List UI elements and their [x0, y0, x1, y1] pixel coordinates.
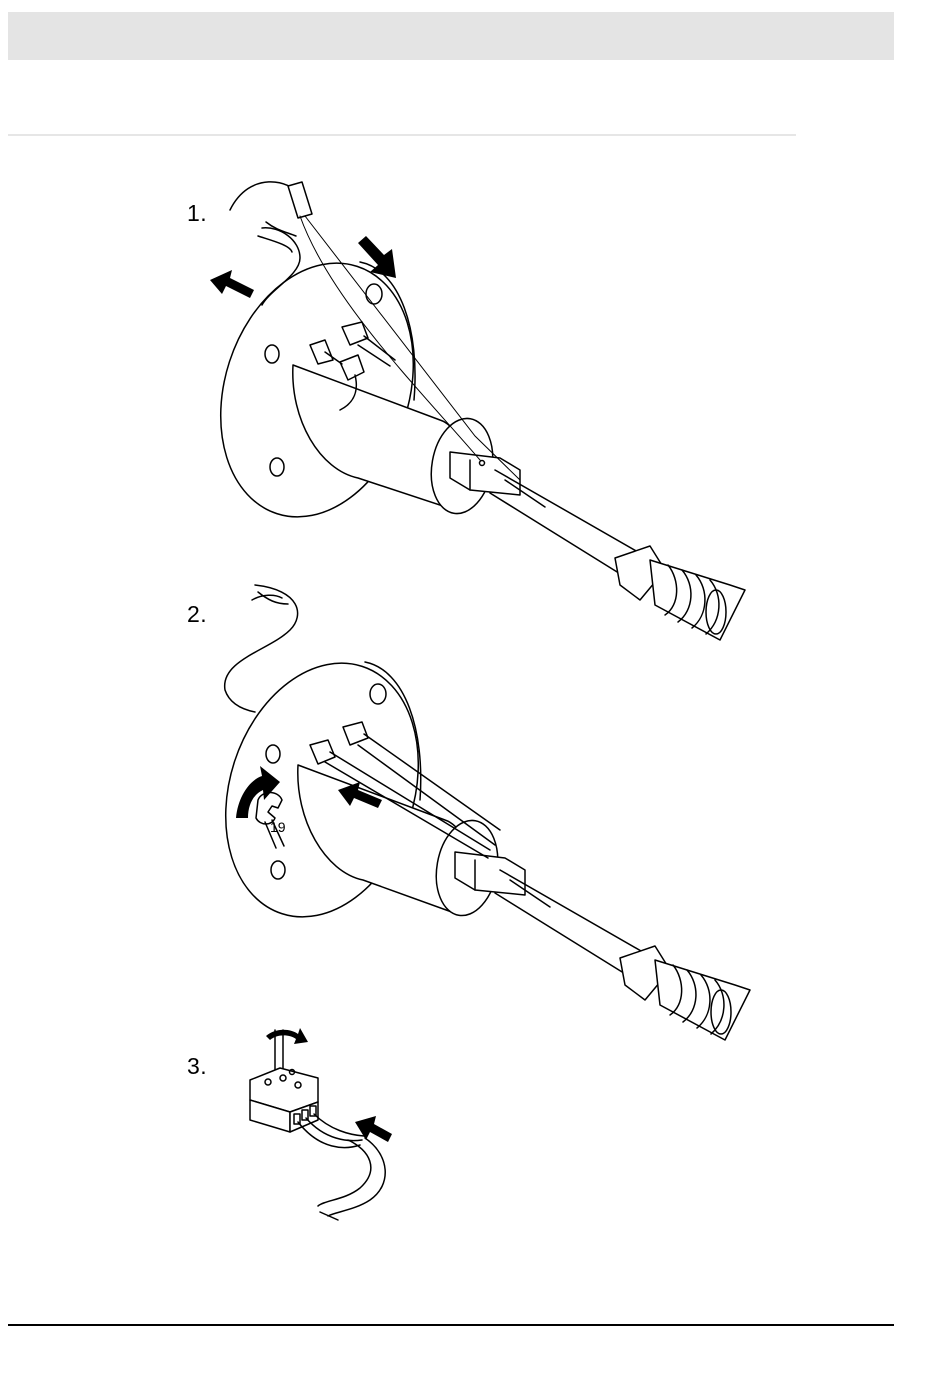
footer-rule — [8, 1324, 894, 1326]
curved-arrow-icon — [266, 1028, 308, 1044]
arrow-icon — [355, 1116, 392, 1142]
